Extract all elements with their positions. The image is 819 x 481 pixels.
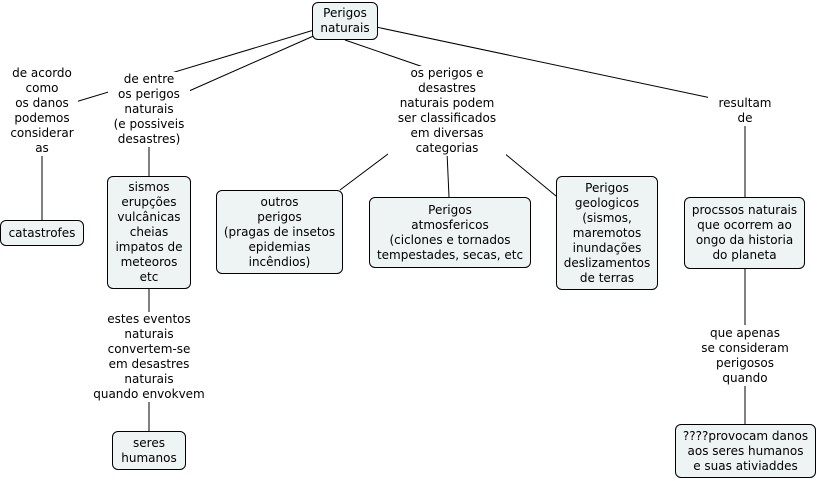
line-classificados-to-outros (339, 147, 397, 191)
link-que-apenas: que apenas se consideram perigosos quand… (690, 326, 800, 386)
concept-provocam-danos[interactable]: ????provocam danos aos seres humanos e s… (675, 424, 816, 478)
line-classificados-to-geologicos (497, 147, 557, 197)
concept-perigos-naturais[interactable]: Perigos naturais (312, 2, 378, 40)
link-de-acordo: de acordo como os danos podemos consider… (6, 66, 78, 156)
concept-catastrofes[interactable]: catastrofes (0, 220, 84, 246)
concept-seres-humanos[interactable]: seres humanos (112, 431, 186, 470)
concept-processos-naturais[interactable]: procssos naturais que ocorrem ao ongo da… (684, 197, 805, 269)
concept-perigos-geologicos[interactable]: Perigos geologicos (sismos, maremotos in… (556, 176, 658, 290)
line-root-to-classificados (344, 39, 433, 71)
concept-outros-perigos[interactable]: outros perigos (pragas de insetos epidem… (216, 190, 343, 274)
line-root-to-de-entre (179, 33, 319, 96)
link-de-entre: de entre os perigos naturais (e possivei… (108, 72, 190, 147)
line-root-to-resultam (375, 26, 731, 103)
link-estes-eventos: estes eventos naturais convertem-se em d… (90, 312, 208, 402)
link-classificados: os perigos e desastres naturais podem se… (388, 66, 506, 156)
concept-perigos-atmosfericos[interactable]: Perigos atmosfericos (ciclones e tornado… (369, 197, 531, 268)
link-resultam: resultam de (708, 96, 782, 126)
line-classificados-to-atmosfericos (446, 151, 450, 198)
concept-sismos-erupcoes[interactable]: sismos erupções vulcânicas cheias impato… (107, 176, 191, 289)
